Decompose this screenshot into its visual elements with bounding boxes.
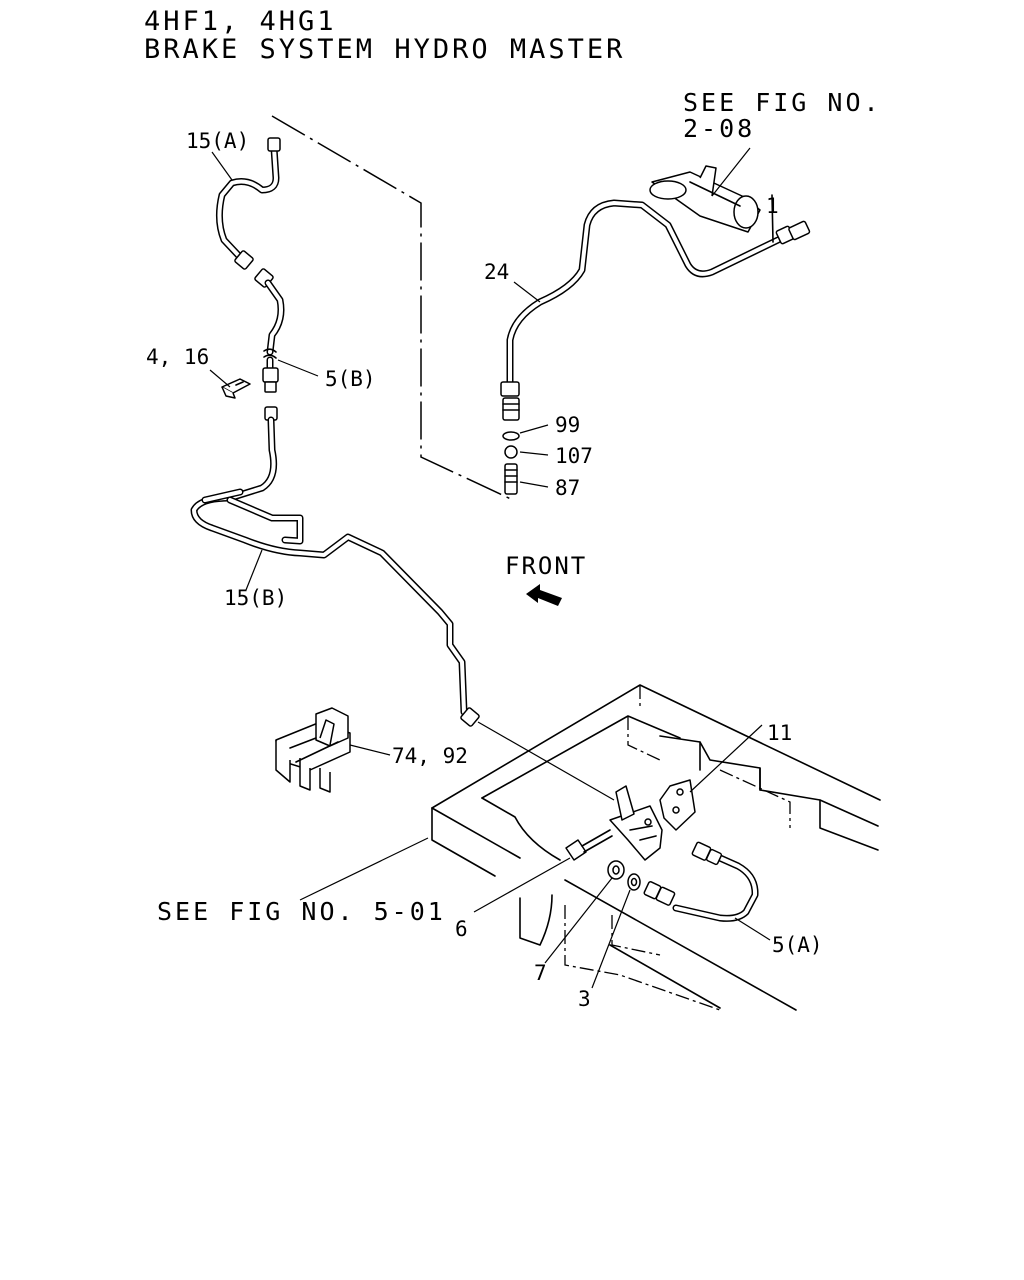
callout-24: 24 — [484, 260, 509, 284]
callout-107: 107 — [555, 444, 593, 468]
clip-74-92 — [275, 707, 351, 793]
reference-fig-2-08-label: SEE FIG NO. — [683, 88, 882, 117]
leader-line — [519, 451, 549, 456]
callout-74-92: 74, 92 — [392, 744, 468, 768]
reference-fig-2-08-number: 2-08 — [683, 114, 755, 143]
leader-line — [591, 889, 631, 989]
leader-line — [245, 549, 263, 591]
diagram-title: BRAKE SYSTEM HYDRO MASTER — [144, 34, 625, 65]
connection-line — [271, 115, 514, 501]
nut-7 — [607, 860, 625, 880]
hydro-master-unit — [649, 165, 761, 233]
leader-line — [544, 877, 613, 964]
leader-line — [711, 147, 751, 197]
callout-15a: 15(A) — [186, 129, 249, 153]
callout-5a: 5(A) — [772, 933, 823, 957]
bolt-6 — [565, 829, 613, 861]
leader-line — [734, 917, 771, 941]
leader-line — [209, 369, 231, 388]
fitting-stack — [502, 397, 520, 495]
callout-87: 87 — [555, 476, 580, 500]
leader-line — [519, 424, 549, 434]
leader-line — [771, 194, 774, 243]
leader-line — [277, 359, 319, 377]
model-title: 4HF1, 4HG1 — [144, 6, 337, 37]
reference-fig-5-01: SEE FIG NO. 5-01 — [157, 897, 446, 926]
callout-7: 7 — [534, 961, 547, 985]
brake-pipe-24 — [500, 199, 811, 397]
callout-3: 3 — [578, 987, 591, 1011]
front-arrow-icon — [526, 584, 562, 606]
front-label: FRONT — [505, 552, 587, 580]
leader-line — [513, 281, 541, 303]
callout-4-16: 4, 16 — [146, 345, 209, 369]
leader-line — [477, 721, 615, 801]
leader-line — [519, 481, 549, 488]
callout-99: 99 — [555, 413, 580, 437]
brake-pipe-15a — [215, 137, 285, 374]
bracket-11 — [609, 779, 696, 861]
leader-line — [473, 857, 571, 913]
leader-line — [689, 724, 763, 793]
leader-line — [299, 837, 429, 901]
leader-line — [349, 744, 391, 756]
callout-1: 1 — [766, 194, 779, 218]
chassis-frame — [431, 684, 881, 1011]
clip-4-16 — [221, 378, 251, 399]
brake-hose-5a — [643, 841, 759, 922]
callout-6: 6 — [455, 917, 468, 941]
callout-11: 11 — [767, 721, 792, 745]
brake-hose-5b — [262, 367, 279, 393]
washer-3 — [627, 873, 641, 891]
callout-5b: 5(B) — [325, 367, 376, 391]
brake-pipe-15b — [190, 406, 480, 727]
leader-line — [211, 151, 233, 181]
callout-15b: 15(B) — [224, 586, 287, 610]
